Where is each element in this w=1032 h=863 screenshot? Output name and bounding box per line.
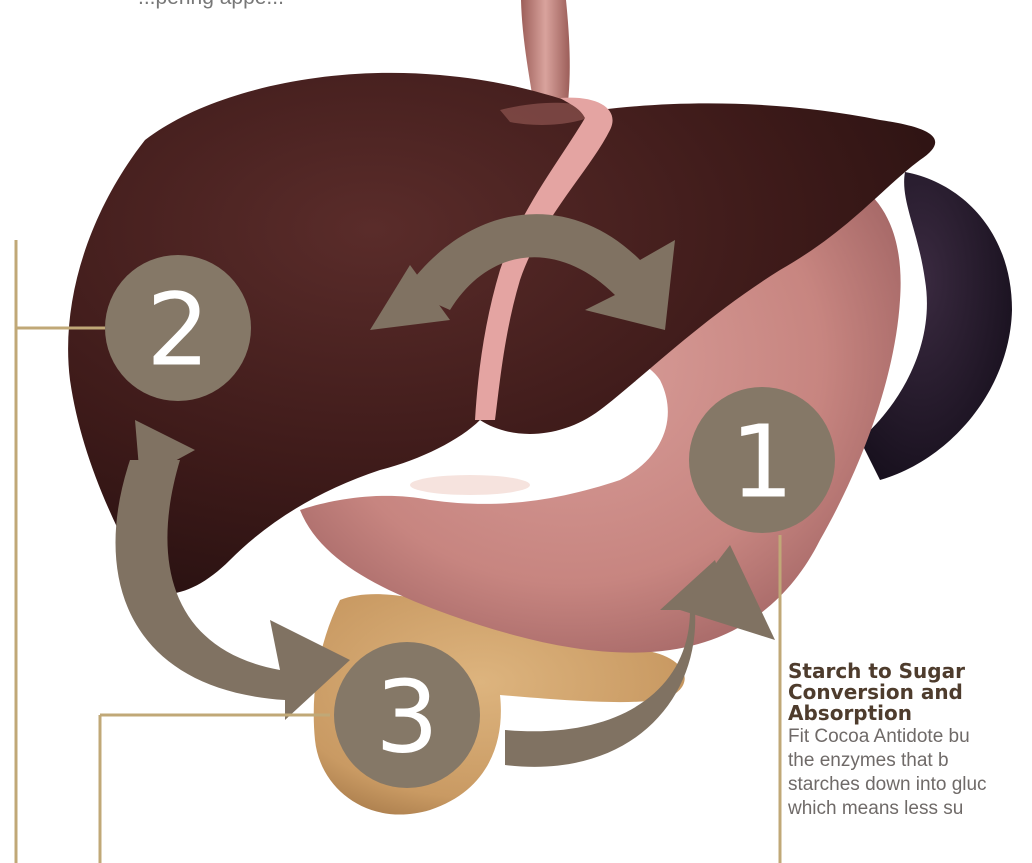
callout-title-line-1: Starch to Sugar [788, 661, 1032, 682]
step-badge-2: 2 [105, 255, 251, 401]
step-badge-1: 1 [689, 387, 835, 533]
callout-body-line-3: starches down into gluc [788, 773, 1032, 797]
callout-body-line-4: which means less su [788, 797, 1032, 821]
callout-title-line-3: Absorption [788, 703, 1032, 724]
callout-step-1: Starch to Sugar Conversion and Absorptio… [788, 661, 1032, 821]
callout-body-line-1: Fit Cocoa Antidote bu [788, 725, 1032, 749]
callout-title-line-2: Conversion and [788, 682, 1032, 703]
callout-body-line-2: the enzymes that b [788, 749, 1032, 773]
step-badge-3: 3 [334, 642, 480, 788]
stomach-highlight [410, 475, 530, 495]
step-number-1: 1 [730, 404, 794, 521]
callout-body: Fit Cocoa Antidote bu the enzymes that b… [788, 725, 1032, 821]
step-number-3: 3 [375, 659, 439, 776]
callout-title: Starch to Sugar Conversion and Absorptio… [788, 661, 1032, 724]
step-number-2: 2 [146, 272, 210, 389]
